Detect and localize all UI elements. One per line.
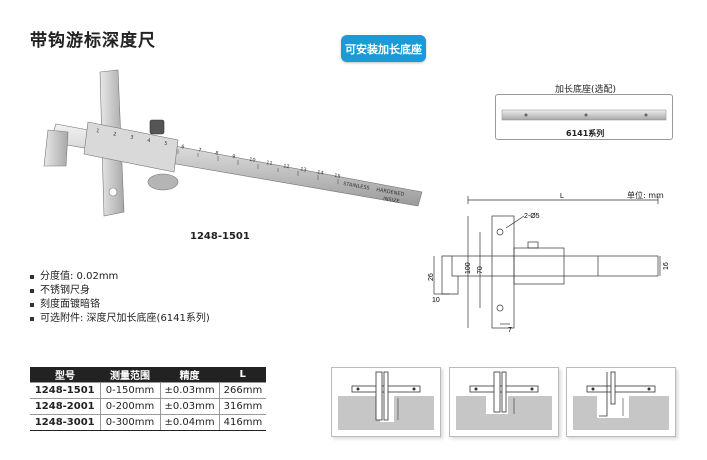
table-row: 1248-3001 0-300mm ±0.04mm 416mm	[30, 414, 267, 431]
dim-16: 16	[663, 262, 670, 270]
spec-table: 型号 测量范围 精度 L 1248-1501 0-150mm ±0.03mm 2…	[30, 367, 267, 431]
unit-label: 单位: mm	[627, 191, 664, 200]
bullet-icon	[30, 317, 34, 321]
scale-number: 4	[147, 138, 151, 144]
feature-item: 刻度面镀暗铬	[30, 298, 210, 312]
depth-measure-icon	[338, 371, 434, 430]
extension-base-image	[501, 109, 667, 121]
col-model: 型号	[30, 367, 100, 383]
scale-number: 12	[283, 163, 290, 170]
dim-10: 10	[432, 297, 440, 304]
bullet-icon	[30, 275, 34, 279]
feature-item: 不锈钢尺身	[30, 284, 210, 298]
scale-number: 11	[266, 160, 273, 167]
technical-drawing: L 2-Ø5 26 100 70 10 7 16	[428, 193, 670, 334]
dim-hole: 2-Ø5	[524, 213, 540, 220]
step-measure-icon	[456, 371, 552, 430]
scale-number: 1	[96, 128, 100, 134]
scale-number: 8	[215, 150, 219, 156]
dim-70: 70	[477, 266, 484, 274]
stamp-brand: INSIZE	[383, 196, 400, 205]
bullet-icon	[30, 303, 34, 307]
scale-number: 13	[300, 166, 307, 173]
feature-list: 分度值: 0.02mm 不锈钢尺身 刻度面镀暗铬 可选附件: 深度尺加长底座(6…	[30, 270, 210, 326]
table-row: 1248-1501 0-150mm ±0.03mm 266mm	[30, 382, 267, 399]
dim-L: L	[560, 193, 564, 200]
usage-diagram-1	[331, 367, 441, 437]
col-accuracy: 精度	[160, 367, 220, 383]
extension-base-badge: 可安装加长底座	[341, 35, 426, 62]
bullet-icon	[30, 289, 34, 293]
hook-measure-icon	[573, 371, 669, 430]
dim-26: 26	[428, 273, 435, 281]
model-number: 1248-1501	[190, 231, 250, 242]
dim-7: 7	[508, 327, 512, 334]
usage-diagram-2	[449, 367, 559, 437]
feature-item: 分度值: 0.02mm	[30, 270, 210, 284]
col-range: 测量范围	[100, 367, 160, 383]
scale-number: 9	[232, 154, 236, 160]
table-header-row: 型号 测量范围 精度 L	[30, 367, 267, 383]
table-row: 1248-2001 0-200mm ±0.03mm 316mm	[30, 398, 267, 415]
scale-number: 7	[198, 147, 202, 153]
scale-number: 15	[334, 173, 341, 180]
page-title: 带钩游标深度尺	[30, 31, 156, 51]
scale-number: 10	[249, 157, 256, 164]
scale-number: 6	[181, 144, 185, 150]
usage-diagram-3	[566, 367, 676, 437]
accessory-series: 6141系列	[566, 129, 605, 138]
scale-number: 14	[317, 170, 324, 177]
stamp-stainless: STAINLESS	[343, 181, 370, 192]
stamp-hardened: HARDENED	[376, 187, 405, 198]
dim-100: 100	[465, 262, 472, 274]
col-length: L	[219, 367, 267, 383]
scale-number: 3	[130, 134, 134, 140]
feature-item: 可选附件: 深度尺加长底座(6141系列)	[30, 312, 210, 326]
accessory-box	[495, 94, 673, 140]
scale-number: 5	[164, 141, 168, 147]
scale-number: 2	[113, 131, 117, 137]
accessory-title: 加长底座(选配)	[555, 85, 617, 95]
